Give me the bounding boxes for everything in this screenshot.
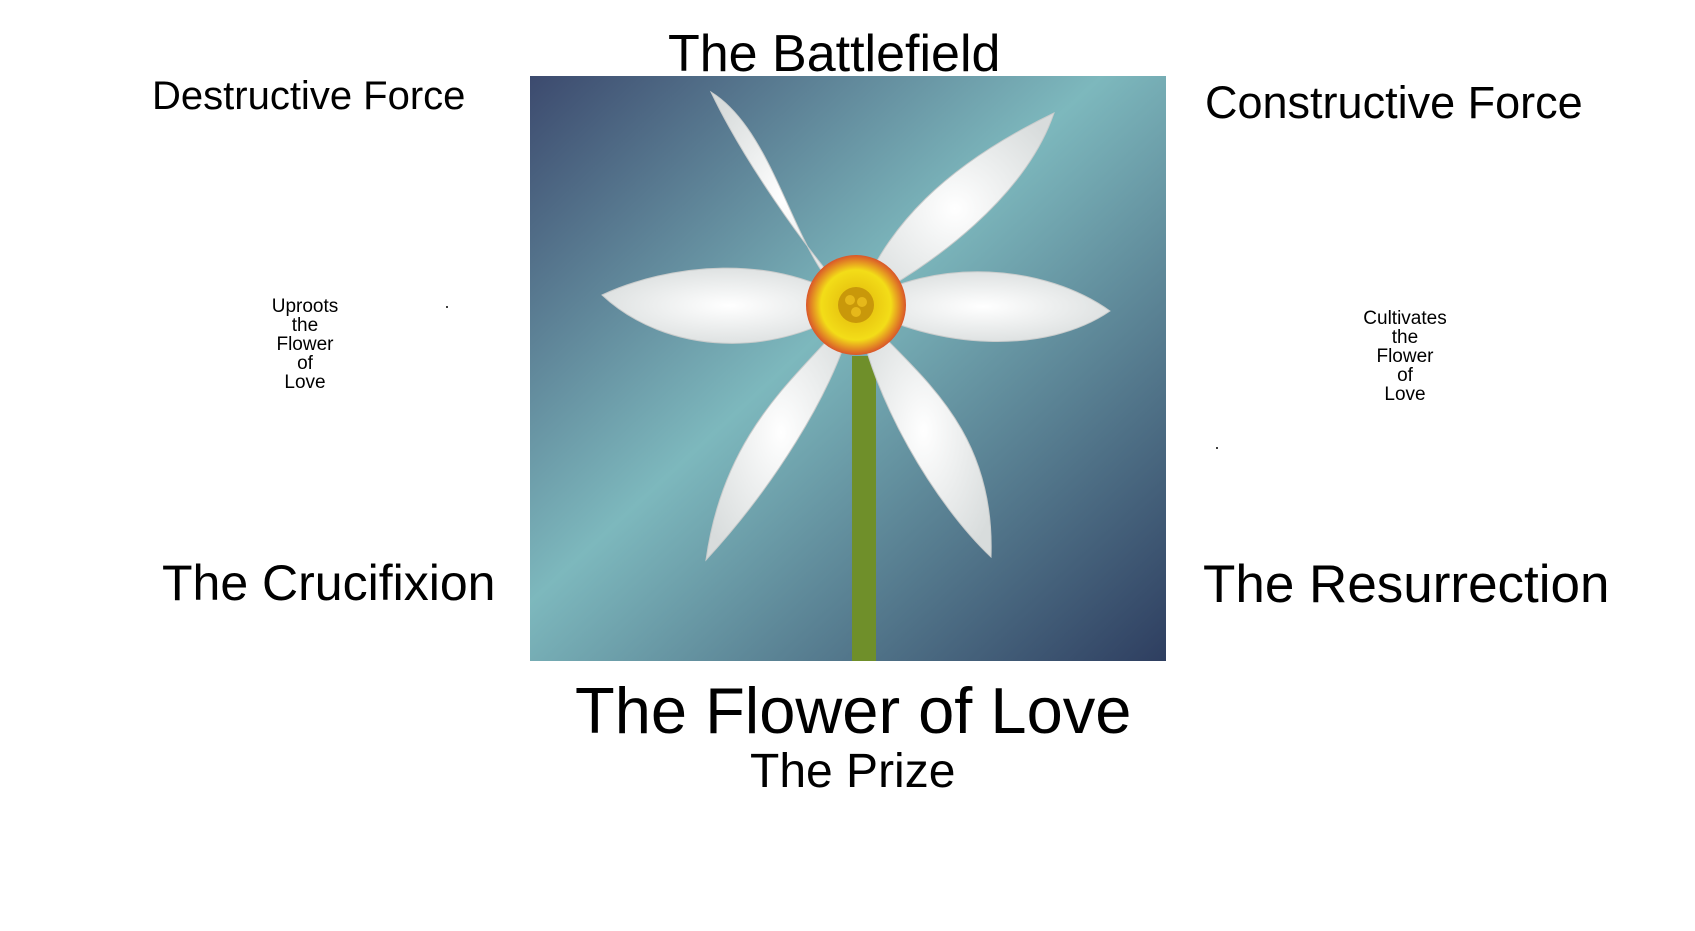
cultivates-note-line: Love: [1355, 385, 1455, 404]
crucifixion-label: The Crucifixion: [162, 558, 495, 608]
uproots-note-line: of: [255, 354, 355, 373]
destructive-force-heading: Destructive Force: [152, 76, 465, 116]
stem: [852, 356, 876, 661]
stray-dot: [446, 306, 448, 308]
cultivates-note: Cultivates the Flower of Love: [1355, 309, 1455, 404]
flower-stamens: [838, 287, 874, 323]
daffodil-illustration: [530, 76, 1166, 661]
cultivates-note-line: Flower: [1355, 347, 1455, 366]
battlefield-title: The Battlefield: [668, 28, 1000, 80]
uproots-note-line: the: [255, 316, 355, 335]
uproots-note: Uproots the Flower of Love: [255, 297, 355, 392]
uproots-note-line: Flower: [255, 335, 355, 354]
the-prize-subtitle: The Prize: [750, 748, 955, 796]
flower-image: [530, 76, 1166, 661]
flower-of-love-title: The Flower of Love: [575, 678, 1131, 743]
resurrection-label: The Resurrection: [1203, 558, 1610, 611]
image-background: [530, 76, 1166, 661]
uproots-note-line: Love: [255, 373, 355, 392]
cultivates-note-line: the: [1355, 328, 1455, 347]
uproots-note-line: Uproots: [255, 297, 355, 316]
cultivates-note-line: Cultivates: [1355, 309, 1455, 328]
cultivates-note-line: of: [1355, 366, 1455, 385]
constructive-force-heading: Constructive Force: [1205, 80, 1583, 125]
stray-dot: [1216, 447, 1218, 449]
